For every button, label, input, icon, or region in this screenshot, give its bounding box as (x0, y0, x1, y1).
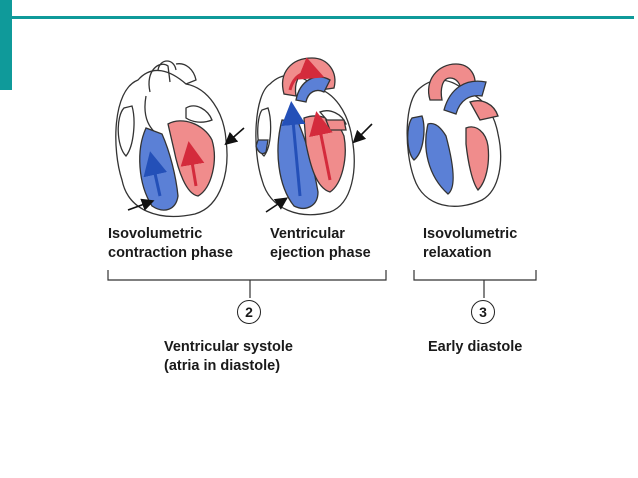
group-label-line: (atria in diastole) (164, 358, 281, 374)
phase-label-line: contraction phase (108, 245, 233, 261)
phase-label-line: relaxation (423, 245, 492, 261)
slide-accent-block (0, 0, 12, 90)
phase-label-relaxation: Isovolumetric relaxation (423, 225, 517, 263)
pressure-arrow (127, 198, 155, 211)
phase-label-ejection: Ventricular ejection phase (270, 225, 371, 263)
bracket-systole (107, 270, 387, 298)
pressure-arrow (352, 123, 373, 144)
heart-isovolumetric-contraction (115, 60, 228, 218)
heart-ventricular-ejection (255, 57, 355, 216)
pressure-arrow (224, 127, 245, 146)
group-label-early-diastole: Early diastole (428, 338, 522, 357)
phase-label-line: ejection phase (270, 245, 371, 261)
pressure-arrow (265, 197, 288, 213)
group-label-systole: Ventricular systole (atria in diastole) (164, 338, 293, 376)
group-label-line: Early diastole (428, 339, 523, 355)
phase-label-line: Isovolumetric (108, 226, 203, 242)
phase-label-line: Ventricular (270, 226, 345, 242)
phase-number-2: 2 (237, 300, 261, 324)
group-label-line: Ventricular systole (164, 339, 293, 355)
slide-accent-line (12, 16, 634, 19)
bracket-early-diastole (413, 270, 537, 298)
phase-label-contraction: Isovolumetric contraction phase (108, 225, 233, 263)
heart-isovolumetric-relaxation (406, 63, 502, 207)
phase-number-3: 3 (471, 300, 495, 324)
phase-label-line: Isovolumetric (423, 226, 518, 242)
